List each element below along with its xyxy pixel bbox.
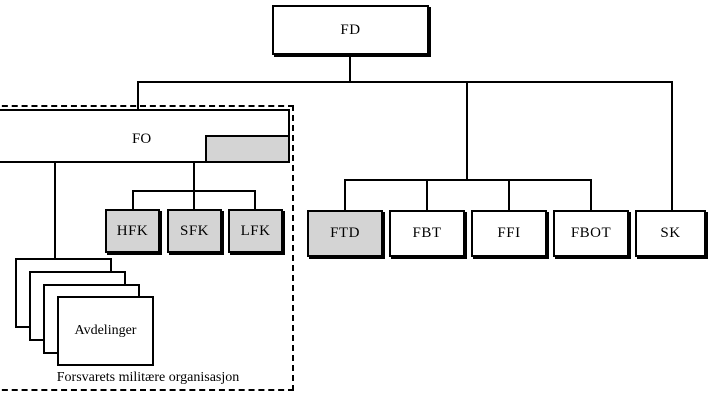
connector-branch-bus [132,190,256,192]
node-fbot-label: FBOT [570,225,612,241]
node-hfk[interactable]: HFK [105,209,160,253]
node-avdelinger[interactable]: Avdelinger [57,296,154,366]
node-hfk-label: HFK [116,222,149,239]
connector-bus-to-fo [137,81,139,109]
connector-branch-bus-to-hfk [132,190,134,209]
node-sk[interactable]: SK [635,210,706,257]
node-fo-label: FO [132,131,152,147]
military-organisation-caption: Forsvarets militære organisasjon [56,370,240,385]
connector-agencies-bus-to-fbot [590,179,592,210]
connector-agencies-bus-to-ffi [508,179,510,210]
connector-agencies-bus-to-fbt [426,179,428,210]
node-ftd[interactable]: FTD [307,210,383,257]
connector-fd-stem [349,55,351,82]
node-lfk[interactable]: LFK [228,209,283,253]
node-fd-label: FD [340,21,361,38]
connector-bus-to-agencies [466,81,468,180]
node-avdelinger-label: Avdelinger [74,323,137,338]
node-fbt[interactable]: FBT [389,210,465,257]
node-fd[interactable]: FD [272,5,429,55]
connector-fo-to-branch-bus [193,163,195,209]
node-ffi[interactable]: FFI [471,210,547,257]
connector-agencies-bus [344,179,592,181]
connector-main-bus [137,81,673,83]
connector-fo-to-avdelinger [54,163,56,259]
node-fbt-label: FBT [412,225,442,241]
connector-branch-bus-to-lfk [254,190,256,209]
node-lfk-label: LFK [240,222,271,239]
node-fo-subunit[interactable] [205,135,290,163]
connector-bus-to-sk [671,81,673,210]
node-sfk[interactable]: SFK [167,209,222,253]
node-sfk-label: SFK [179,222,210,239]
node-ffi-label: FFI [497,225,521,241]
node-ftd-label: FTD [330,225,360,241]
node-sk-label: SK [660,225,681,241]
connector-agencies-bus-to-ftd [344,179,346,210]
node-fbot[interactable]: FBOT [553,210,629,257]
